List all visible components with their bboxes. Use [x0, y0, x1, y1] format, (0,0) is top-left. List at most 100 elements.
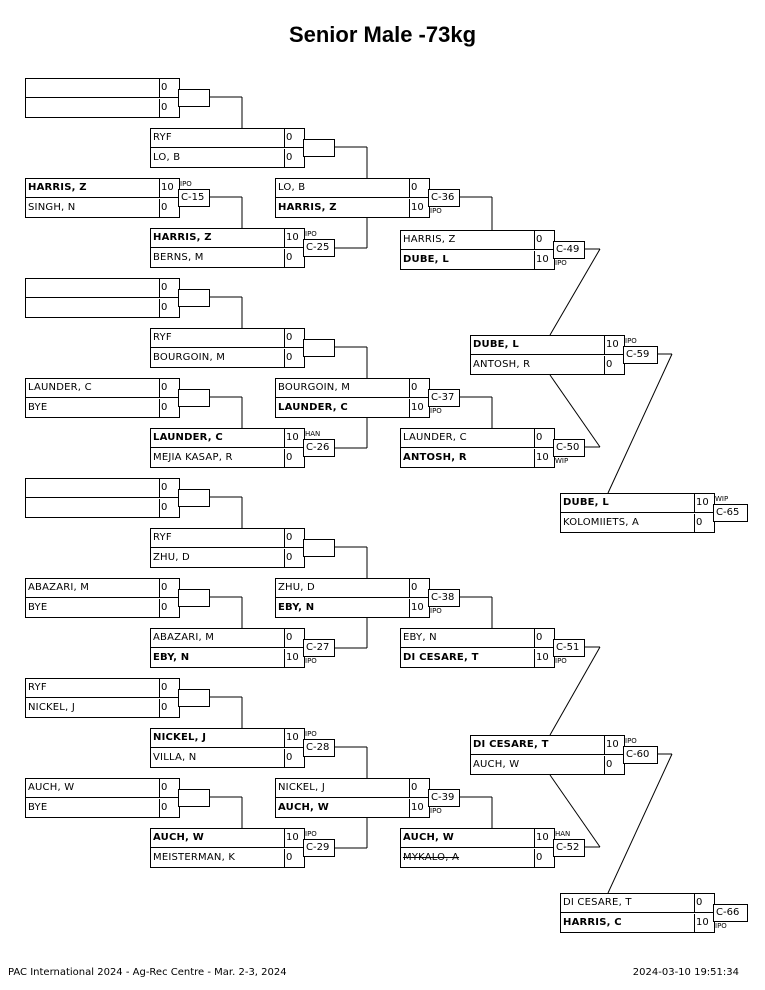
competitor-name: ANTOSH, R — [403, 452, 467, 463]
competitor-score: 0 — [159, 299, 180, 318]
competitor-name: AUCH, W — [28, 782, 75, 793]
contest-code: C-15 — [178, 189, 210, 207]
competitor-name: RYF — [153, 132, 172, 143]
competitor-row: 0 — [26, 499, 179, 518]
competitor-name: NICKEL, J — [153, 732, 207, 743]
competitor-row: 0 — [26, 99, 179, 118]
competitor-score: 0 — [159, 679, 180, 698]
competitor-name: LAUNDER, C — [153, 432, 223, 443]
competitor-row: HARRIS, Z 0 — [401, 231, 554, 250]
competitor-score: 10 — [694, 494, 715, 513]
connector-line — [549, 374, 601, 448]
competitor-score: 0 — [159, 699, 180, 718]
empty-connector — [178, 89, 210, 107]
competitor-name: RYF — [153, 532, 172, 543]
competitor-score: 0 — [159, 399, 180, 418]
result-tag: IPO — [180, 180, 192, 188]
competitor-name: DUBE, L — [403, 254, 449, 265]
competitor-name: MYKALO, A — [403, 852, 460, 863]
competitor-score: 0 — [284, 349, 305, 368]
result-tag: IPO — [555, 259, 567, 267]
result-tag: HAN — [305, 430, 321, 438]
result-tag: IPO — [305, 657, 317, 665]
competitor-name: RYF — [153, 332, 172, 343]
empty-connector — [178, 489, 210, 507]
competitor-name: SINGH, N — [28, 202, 76, 213]
competitor-name: AUCH, W — [153, 832, 204, 843]
competitor-name: AUCH, W — [403, 832, 454, 843]
competitor-row: 0 — [26, 299, 179, 318]
contest-code: C-52 — [553, 839, 585, 857]
competitor-row: LAUNDER, C 10 — [151, 429, 304, 448]
empty-connector — [178, 789, 210, 807]
competitor-score: 0 — [159, 199, 180, 218]
competitor-name: BOURGOIN, M — [278, 382, 351, 393]
competitor-name: VILLA, N — [153, 752, 197, 763]
result-tag: HAN — [555, 830, 571, 838]
competitor-name: LAUNDER, C — [28, 382, 92, 393]
competitor-name: EBY, N — [278, 602, 315, 613]
competitor-name: LO, B — [278, 182, 306, 193]
empty-connector — [178, 689, 210, 707]
competitor-score: 0 — [159, 79, 180, 98]
competitor-name: DI CESARE, T — [563, 897, 632, 908]
competitor-row: MYKALO, A 0 — [401, 849, 554, 868]
contest-code: C-39 — [428, 789, 460, 807]
competitor-score: 0 — [159, 379, 180, 398]
result-tag: IPO — [625, 737, 637, 745]
competitor-score: 0 — [284, 529, 305, 548]
result-tag: IPO — [715, 922, 727, 930]
competitor-row: BYE 0 — [26, 399, 179, 418]
bracket-title: Senior Male -73kg — [288, 22, 477, 47]
connector-line — [607, 753, 673, 894]
result-tag: IPO — [430, 207, 442, 215]
competitor-score: 0 — [534, 231, 555, 250]
competitor-score: 10 — [409, 799, 430, 818]
competitor-score: 0 — [534, 849, 555, 868]
competitor-score: 0 — [159, 599, 180, 618]
contest-code: C-28 — [303, 739, 335, 757]
competitor-score: 10 — [284, 429, 305, 448]
competitor-score: 0 — [409, 779, 430, 798]
empty-connector — [178, 589, 210, 607]
competitor-name: HARRIS, Z — [153, 232, 212, 243]
competitor-name: NICKEL, J — [278, 782, 325, 793]
competitor-score: 0 — [409, 579, 430, 598]
competitor-row: 0 — [26, 79, 179, 98]
competitor-name: HARRIS, Z — [403, 234, 456, 245]
result-tag: WIP — [715, 495, 729, 503]
connector-line — [549, 646, 601, 736]
competitor-score: 0 — [284, 629, 305, 648]
competitor-name: BYE — [28, 402, 48, 413]
empty-connector — [178, 289, 210, 307]
competitor-score: 0 — [284, 129, 305, 148]
competitor-row: LAUNDER, C 0 — [26, 379, 179, 398]
